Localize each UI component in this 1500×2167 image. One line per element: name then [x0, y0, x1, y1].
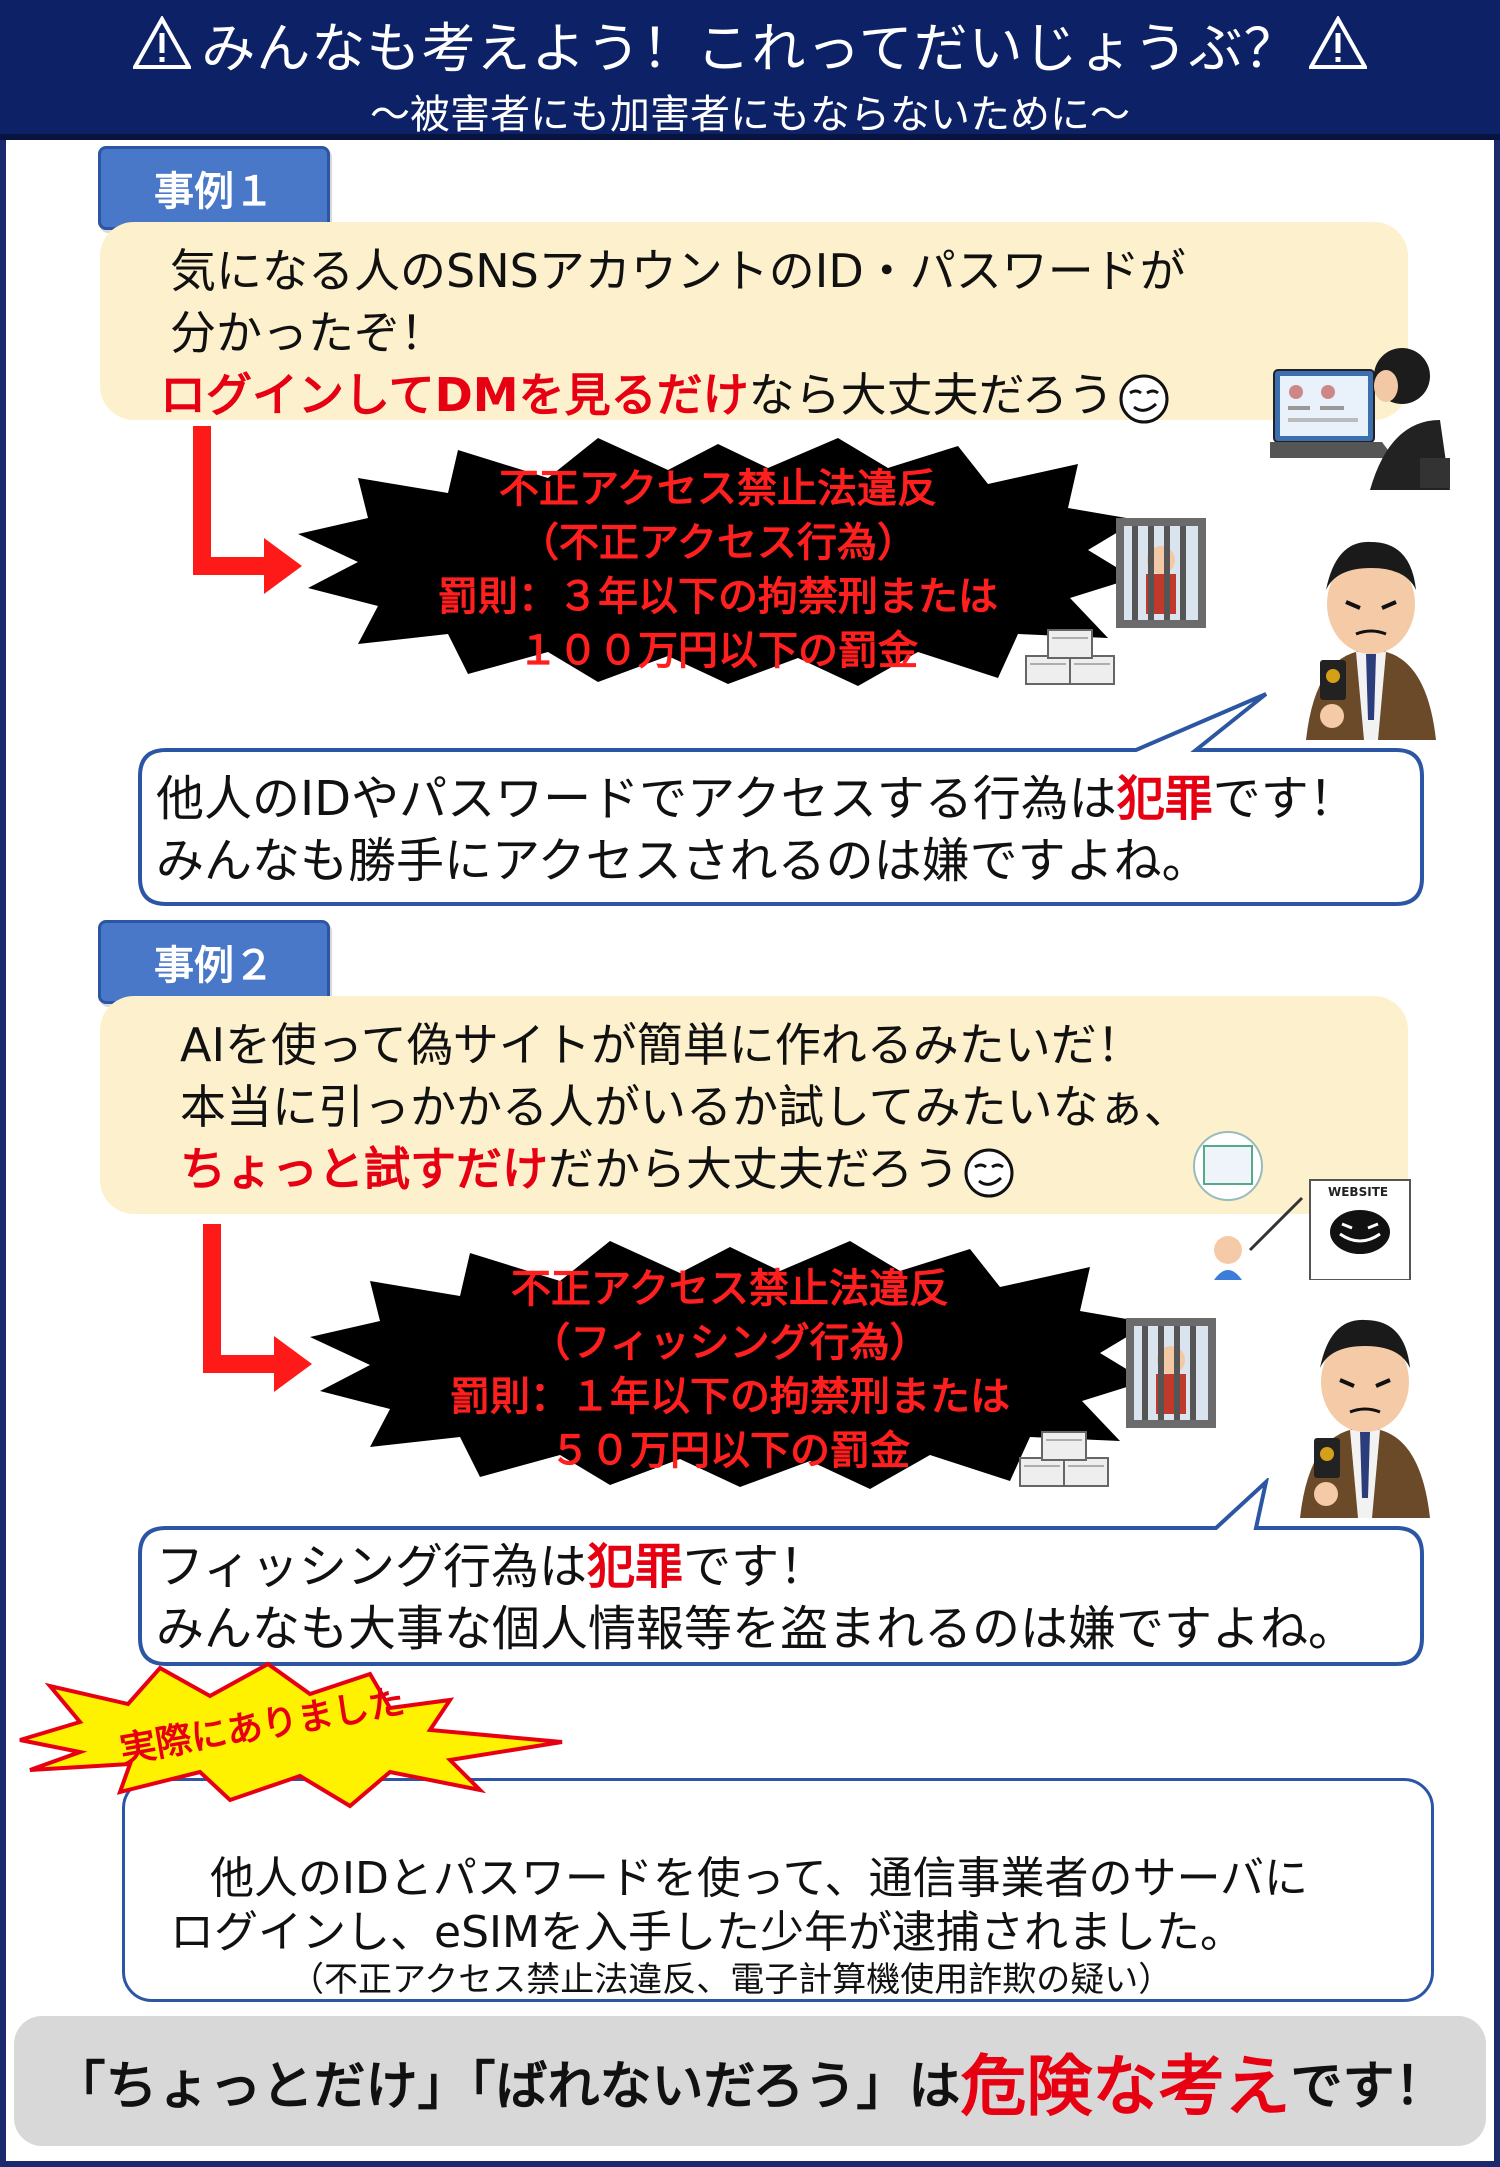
phishing-illustration: WEBSITE — [1193, 1131, 1411, 1280]
red-arrow-icon — [193, 426, 302, 594]
jail-icon — [1126, 1318, 1216, 1428]
conclusion-banner: 「ちょっとだけ」「ばれないだろう」は危険な考えです！ — [14, 2016, 1486, 2146]
smirk-face-icon — [1119, 374, 1169, 423]
conclusion-part2: です！ — [1290, 2056, 1447, 2117]
page-title: みんなも考えよう！これってだいじょうぶ？ — [201, 16, 1299, 80]
case2-thought-line3: ちょっと試すだけだから大丈夫だろう — [160, 1138, 1348, 1200]
real-case-line2: ログインし、eSIMを入手した少年が逮捕されました。 — [170, 1907, 1244, 1958]
person-laptop-illustration — [1270, 348, 1450, 490]
case1-thought-rest: なら大丈夫だろう — [748, 368, 1114, 422]
case1-bubble-text-a: 他人のIDやパスワードでアクセスする行為は — [156, 771, 1117, 827]
crime-highlight: 犯罪 — [1116, 771, 1213, 827]
money-stack-icon — [1025, 629, 1115, 685]
case1-penalty-act: （不正アクセス行為） — [519, 520, 917, 566]
conclusion-part1: 「ちょっとだけ」「ばれないだろう」は — [53, 2056, 961, 2117]
case2-tab: 事例２ — [98, 920, 330, 1004]
website-label: WEBSITE — [1328, 1185, 1388, 1199]
case1-thought-line2: 分かったぞ！ — [170, 306, 446, 360]
case1-penalty-law: 不正アクセス禁止法違反 — [499, 466, 937, 512]
crime-highlight: 犯罪 — [587, 1539, 684, 1595]
real-case-box — [122, 1778, 1434, 2002]
case1-speech-bubble — [138, 692, 1424, 906]
warning-icon — [1308, 16, 1367, 69]
case2-penalty-act: （フィッシング行為） — [530, 1320, 930, 1366]
real-case-line1: 他人のIDとパスワードを使って、通信事業者のサーバに — [210, 1853, 1309, 1904]
page-subtitle: ～被害者にも加害者にもならないために～ — [370, 92, 1130, 138]
real-case-note: （不正アクセス禁止法違反、電子計算機使用詐欺の疑い） — [290, 1960, 1173, 2000]
case1-penalty-fine: １００万円以下の罰金 — [518, 628, 918, 674]
case2-bubble-line2: みんなも大事な個人情報等を盗まれるのは嫌ですよね。 — [156, 1601, 1357, 1657]
case1-bubble-text-b: です！ — [1212, 771, 1357, 827]
danger-highlight: 危険な考え — [960, 2048, 1291, 2125]
case2-thought-box: AIを使って偽サイトが簡単に作れるみたいだ！ 本当に引っかかる人がいるか試してみ… — [100, 996, 1408, 1214]
smirk-face-icon — [964, 1148, 1014, 1197]
case2-thought-rest: だから大丈夫だろう — [548, 1142, 960, 1196]
warning-icon — [133, 16, 192, 69]
case2-penalty-term: 罰則：１年以下の拘禁刑または — [450, 1374, 1010, 1420]
case2-thought-line1: AIを使って偽サイトが簡単に作れるみたいだ！ — [180, 1018, 1143, 1072]
case1-penalty-text: 不正アクセス禁止法違反 （不正アクセス行為） 罰則：３年以下の拘禁刑または １０… — [298, 462, 1138, 678]
case1-thought-line1: 気になる人のSNSアカウントのID・パスワードが — [170, 244, 1186, 298]
red-arrow-icon — [203, 1224, 312, 1392]
case2-penalty-burst — [310, 1241, 1150, 1489]
case2-speech-bubble — [138, 1478, 1424, 1666]
case1-thought-box: 気になる人のSNSアカウントのID・パスワードが 分かったぞ！ ログインしてDM… — [100, 222, 1408, 423]
jail-icon — [1116, 518, 1206, 628]
case1-bubble-line2: みんなも勝手にアクセスされるのは嫌ですよね。 — [156, 833, 1210, 889]
case2-bubble-line1: フィッシング行為は犯罪です！ — [156, 1536, 827, 1598]
case2-bubble-text-a: フィッシング行為は — [156, 1539, 588, 1595]
case1-tab: 事例１ — [98, 146, 330, 230]
case2-penalty-text: 不正アクセス禁止法違反 （フィッシング行為） 罰則：１年以下の拘禁刑または ５０… — [310, 1262, 1150, 1478]
case1-penalty-burst — [298, 438, 1138, 686]
case1-bubble-line1: 他人のIDやパスワードでアクセスする行為は犯罪です！ — [156, 768, 1357, 830]
case1-penalty-term: 罰則：３年以下の拘禁刑または — [438, 574, 998, 620]
case2-thought-highlight: ちょっと試すだけ — [180, 1142, 548, 1196]
case2-penalty-law: 不正アクセス禁止法違反 — [511, 1266, 949, 1312]
money-stack-icon — [1019, 1431, 1109, 1487]
case1-thought-highlight: ログインしてDMを見るだけ — [160, 368, 749, 422]
police-officer-illustration — [1300, 1319, 1430, 1518]
case2-bubble-text-b: です！ — [683, 1539, 828, 1595]
case2-penalty-fine: ５０万円以下の罰金 — [550, 1428, 910, 1474]
case2-thought-line2: 本当に引っかかる人がいるか試してみたいなぁ、 — [180, 1080, 1190, 1134]
case1-thought-line3: ログインしてDMを見るだけなら大丈夫だろう — [160, 364, 1348, 426]
real-case-badge — [19, 1661, 563, 1809]
police-officer-illustration — [1306, 541, 1436, 740]
header: みんなも考えよう！これってだいじょうぶ？ ～被害者にも加害者にもならないために～ — [0, 0, 1500, 140]
